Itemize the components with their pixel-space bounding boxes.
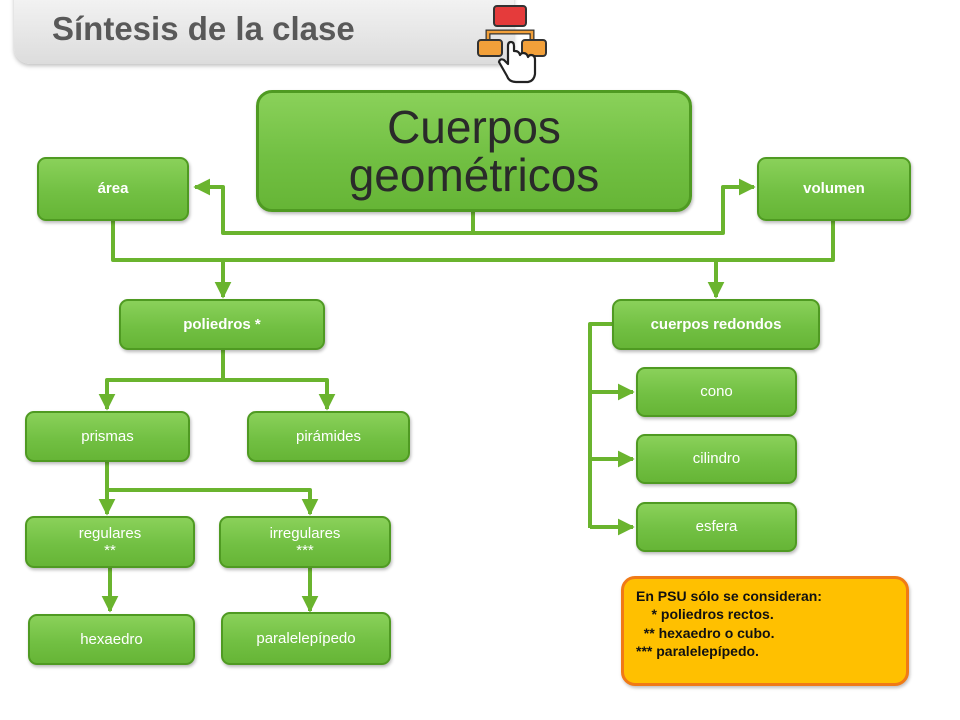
node-cuerpos-geometricos: Cuerpos geométricos — [256, 90, 692, 212]
node-cuerpos-redondos: cuerpos redondos — [612, 299, 820, 350]
node-cono: cono — [636, 367, 797, 417]
connector-bar — [111, 220, 835, 262]
node-irregulares: irregulares *** — [219, 516, 391, 568]
node-poliedros: poliedros * — [119, 299, 325, 350]
connector-root-volumen — [473, 178, 756, 235]
flowchart-click-icon — [477, 5, 547, 84]
connector-poliedros-split — [98, 350, 225, 411]
page-title: Síntesis de la clase — [52, 10, 355, 47]
header-band — [14, 0, 514, 64]
connector-to-irregulares — [107, 488, 319, 516]
node-cilindro: cilindro — [636, 434, 797, 484]
node-prismas: prismas — [25, 411, 190, 462]
connector-to-piramides — [223, 378, 336, 411]
node-esfera: esfera — [636, 502, 797, 552]
node-paralelepipedo: paralelepípedo — [221, 612, 391, 665]
node-hexaedro: hexaedro — [28, 614, 195, 665]
node-area: área — [37, 157, 189, 221]
node-volumen: volumen — [757, 157, 911, 221]
psu-note: En PSU sólo se consideran: * poliedros r… — [621, 576, 909, 686]
connector-redondos-branch — [588, 322, 612, 528]
node-piramides: pirámides — [247, 411, 410, 462]
node-regulares: regulares ** — [25, 516, 195, 568]
connector-root-area — [193, 178, 475, 235]
